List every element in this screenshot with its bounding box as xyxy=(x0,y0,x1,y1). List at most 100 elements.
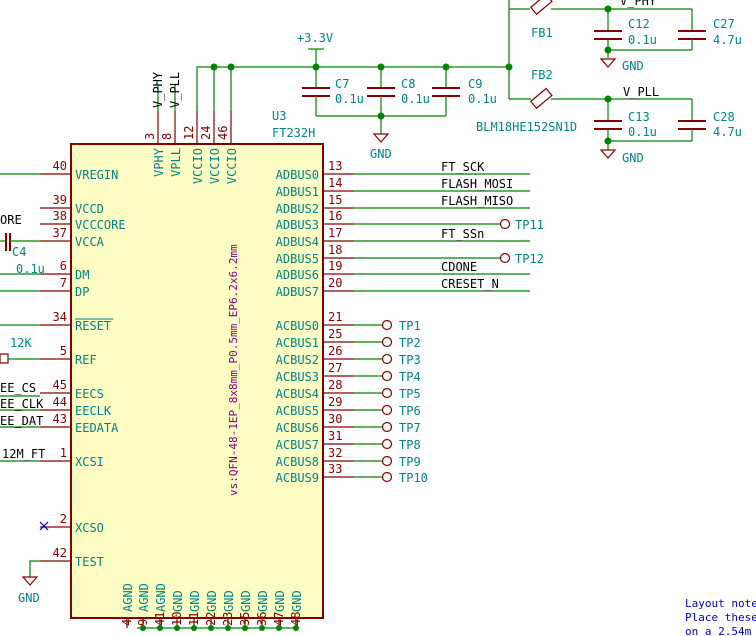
ic-pin-name: GND xyxy=(188,590,202,612)
ic-body xyxy=(70,143,324,619)
cap-c8 xyxy=(367,67,395,116)
c28-value: 4.7u xyxy=(713,125,742,139)
ic-pin-name: ACBUS2 xyxy=(276,353,319,367)
net-xcsi: 12M_FT xyxy=(2,447,45,461)
ic-pin-name: GND xyxy=(239,590,253,612)
ic-reference: U3 xyxy=(272,109,286,123)
ic-pin-number: 27 xyxy=(328,361,342,375)
ic-pin-name: ACBUS1 xyxy=(276,336,319,350)
ic-pin-number: 28 xyxy=(328,378,342,392)
gnd-symbol-vphy xyxy=(599,58,617,68)
fb1-body xyxy=(529,0,553,16)
layout-note-line3: on a 2.54m xyxy=(685,625,752,636)
net-vpll-top: V_PLL xyxy=(623,85,659,99)
net-label: FLASH_MISO xyxy=(441,194,513,208)
net-eedat: EE_DAT xyxy=(0,414,43,428)
ic-pin-name: VCCCORE xyxy=(75,218,126,232)
ic-pin-number: 30 xyxy=(328,412,342,426)
c12-ref: C12 xyxy=(628,17,650,31)
ic-pin-name: VCCIO xyxy=(191,148,205,184)
ic-pin-name: ADBUS2 xyxy=(276,202,319,216)
test-point xyxy=(381,404,393,416)
ic-pin-number: 44 xyxy=(53,395,67,409)
c8-ref: C8 xyxy=(401,77,415,91)
ic-pin-name: VCCIO xyxy=(225,148,239,184)
ic-pin-name: DM xyxy=(75,268,89,282)
ic-pin-number: 22 xyxy=(204,612,218,626)
junction xyxy=(604,46,612,54)
net-eeclk: EE_CLK xyxy=(0,397,44,411)
layout-note-line1: Layout note xyxy=(685,597,756,610)
c8-value: 0.1u xyxy=(401,92,430,106)
ic-pin-number: 47 xyxy=(272,612,286,626)
cap-c27 xyxy=(678,9,706,50)
test-point-label: TP4 xyxy=(399,370,421,384)
gnd-label-vpll: GND xyxy=(622,151,644,165)
test-point-label: TP12 xyxy=(515,252,544,266)
test-point xyxy=(381,471,393,483)
ic-pin-name: VCCIO xyxy=(208,148,222,184)
ic-pin-name: XCSI xyxy=(75,455,104,469)
ic-pin-number: 3 xyxy=(143,133,157,140)
c13-ref: C13 xyxy=(628,110,650,124)
c27-value: 4.7u xyxy=(713,33,742,47)
gnd-symbol-caps xyxy=(372,133,390,143)
ic-pin-name: RESET xyxy=(75,319,111,333)
c13-value: 0.1u xyxy=(628,125,657,139)
ic-pin-name: AGND xyxy=(121,583,135,612)
fb1-ref: FB1 xyxy=(531,26,553,40)
gnd-symbol-vpll xyxy=(599,149,617,159)
test-point-label: TP8 xyxy=(399,438,421,452)
ic-pin-number: 29 xyxy=(328,395,342,409)
ic-pin-name: VPLL xyxy=(169,148,183,177)
gnd-label-vphy: GND xyxy=(622,59,644,73)
ic-pin-name: VCCA xyxy=(75,235,105,249)
ic-pin-name: ADBUS3 xyxy=(276,218,319,232)
c9-value: 0.1u xyxy=(468,92,497,106)
ic-pin-number: 12 xyxy=(182,126,196,140)
ic-pin-number: 33 xyxy=(328,462,342,476)
ic-pin-name: ACBUS3 xyxy=(276,370,319,384)
ferrite-value: BLM18HE152SN1D xyxy=(476,120,577,134)
ic-pin-number: 23 xyxy=(221,612,235,626)
ic-pin-name: ACBUS8 xyxy=(276,455,319,469)
ic-pin-name: VCCD xyxy=(75,202,104,216)
ic-pin-name: ADBUS5 xyxy=(276,252,319,266)
net-eecs: EE_CS xyxy=(0,381,36,395)
c9-ref: C9 xyxy=(468,77,482,91)
right-wiring-group: FT_SCKFLASH_MOSIFLASH_MISOFT_SSnCDONECRE… xyxy=(354,160,544,485)
junction xyxy=(227,63,235,71)
ic-pin-number: 32 xyxy=(328,446,342,460)
junction xyxy=(604,137,612,145)
c7-value: 0.1u xyxy=(335,92,364,106)
cap-c13 xyxy=(594,99,622,150)
wire-test xyxy=(29,560,40,577)
ic-pin-name: ACBUS6 xyxy=(276,421,319,435)
cap-c28 xyxy=(678,99,706,141)
test-point-label: TP6 xyxy=(399,404,421,418)
ic-pin-name: GND xyxy=(273,590,287,612)
c7-ref: C7 xyxy=(335,77,349,91)
ic-pin-number: 40 xyxy=(53,159,67,173)
ic-pin-number: 20 xyxy=(328,276,342,290)
ic-pin-number: 46 xyxy=(216,126,230,140)
left-pins-group: 40VREGIN39VCCD38VCCCORE37VCCA6DM7DP34RES… xyxy=(40,159,126,569)
ic-pin-number: 17 xyxy=(328,226,342,240)
ic-pin-name: ACBUS0 xyxy=(276,319,319,333)
test-point-label: TP11 xyxy=(515,218,544,232)
net-label: FT_SSn xyxy=(441,227,484,241)
ic-pin-number: 26 xyxy=(328,344,342,358)
ic-pin-number: 42 xyxy=(53,546,67,560)
ic-pin-number: 4 xyxy=(120,619,134,626)
test-point-label: TP10 xyxy=(399,471,428,485)
ic-pin-name: ADBUS4 xyxy=(276,235,319,249)
net-label: CDONE xyxy=(441,260,477,274)
pwr-3v3-label: +3.3V xyxy=(297,31,333,45)
test-point xyxy=(381,421,393,433)
ic-pin-name: GND xyxy=(256,590,270,612)
junction xyxy=(210,63,218,71)
no-connect-mark-b xyxy=(39,521,49,531)
test-point xyxy=(381,319,393,331)
